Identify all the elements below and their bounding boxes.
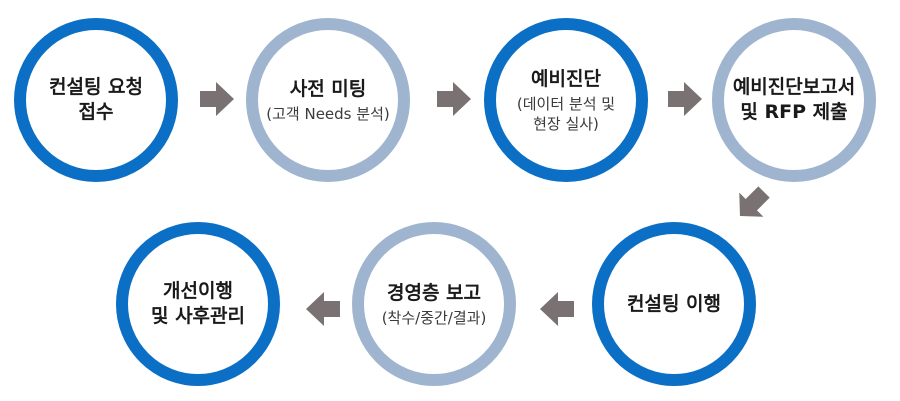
step-title: 컨설팅 요청 접수: [48, 76, 143, 123]
arrow-right-icon: [668, 82, 702, 116]
arrow-right-icon: [437, 82, 471, 116]
step-executive-report: 경영층 보고 (착수/중간/결과): [352, 222, 516, 386]
step-subtitle: (고객 Needs 분석): [266, 104, 390, 123]
step-title: 예비진단: [531, 67, 601, 90]
step-preliminary-diagnosis: 예비진단 (데이터 분석 및 현장 실사): [484, 18, 648, 182]
step-title: 사전 미팅: [289, 77, 367, 100]
step-title: 경영층 보고: [386, 281, 481, 304]
step-subtitle: (착수/중간/결과): [381, 308, 487, 327]
step-consulting-execution: 컨설팅 이행: [592, 222, 756, 386]
arrow-right-icon: [200, 82, 234, 116]
step-report-rfp: 예비진단보고서 및 RFP 제출: [712, 18, 876, 182]
step-subtitle: (데이터 분석 및 현장 실사): [516, 94, 616, 133]
arrow-left-icon: [540, 292, 574, 326]
step-pre-meeting: 사전 미팅 (고객 Needs 분석): [246, 18, 410, 182]
step-improvement-followup: 개선이행 및 사후관리: [116, 222, 280, 386]
step-title: 개선이행 및 사후관리: [150, 280, 245, 327]
step-consulting-request: 컨설팅 요청 접수: [14, 18, 178, 182]
step-title: 컨설팅 이행: [626, 292, 721, 315]
arrow-down-left-icon: [739, 186, 770, 217]
arrow-left-icon: [306, 292, 340, 326]
step-title: 예비진단보고서 및 RFP 제출: [732, 76, 856, 123]
